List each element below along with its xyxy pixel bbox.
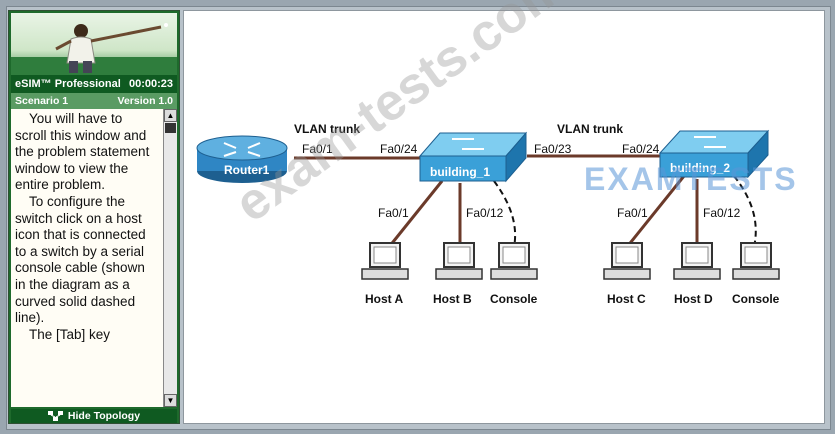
instruction-paragraph: To configure the switch click on a host … [15, 193, 146, 326]
host-d-label: Host D [674, 292, 713, 306]
instruction-paragraph: You will have to scroll this window and … [15, 111, 150, 193]
golfer-illustration [11, 23, 177, 75]
scroll-up-arrow-icon[interactable]: ▲ [164, 109, 177, 122]
console-2-icon[interactable] [732, 242, 780, 280]
host-b-port-label: Fa0/12 [466, 206, 504, 220]
product-name: eSIM™ Professional [15, 78, 121, 90]
hide-topology-label: Hide Topology [67, 410, 141, 422]
sim-titlebar: eSIM™ Professional 00:00:23 [11, 75, 177, 93]
host-a-port-label: Fa0/1 [378, 206, 409, 220]
switch-2-label: building_2 [670, 161, 730, 175]
instructions-text[interactable]: You will have to scroll this window and … [11, 109, 163, 407]
router-port-label: Fa0/1 [302, 142, 333, 156]
router-label: Router1 [224, 163, 270, 177]
vlan-trunk-label-1: VLAN trunk [294, 122, 360, 136]
router-icon[interactable] [196, 135, 288, 183]
console-cable-1 [493, 180, 517, 248]
host-d-icon[interactable] [673, 242, 721, 280]
sw1-router-port-label: Fa0/24 [380, 142, 418, 156]
sim-subbar: Scenario 1 Version 1.0 [11, 93, 177, 109]
host-c-icon[interactable] [603, 242, 651, 280]
simulator-panel: eSIM™ Professional 00:00:23 Scenario 1 V… [8, 10, 180, 424]
host-a-link [387, 180, 444, 248]
console-cable-2 [733, 175, 757, 248]
scroll-down-arrow-icon[interactable]: ▼ [164, 394, 177, 407]
host-d-port-label: Fa0/12 [703, 206, 741, 220]
topology-svg: VLAN trunk VLAN trunk Router1 Fa0/1 Fa0/… [196, 122, 780, 306]
host-c-port-label: Fa0/1 [617, 206, 648, 220]
host-b-label: Host B [433, 292, 472, 306]
console-1-label: Console [490, 292, 538, 306]
switch-building-2-icon[interactable] [658, 129, 770, 179]
header-banner-image [11, 13, 177, 75]
scroll-thumb[interactable] [165, 123, 176, 133]
instructions-scrollbar[interactable]: ▲ ▼ [163, 109, 177, 407]
host-a-label: Host A [365, 292, 404, 306]
instruction-paragraph: The [Tab] key [29, 326, 111, 342]
host-a-icon[interactable] [361, 242, 409, 280]
switch-building-1-icon[interactable] [418, 131, 528, 183]
host-c-label: Host C [607, 292, 646, 306]
host-c-link [625, 175, 686, 248]
topology-icon [47, 411, 63, 421]
timer: 00:00:23 [128, 78, 173, 90]
topology-diagram: VLAN trunk VLAN trunk Router1 Fa0/1 Fa0/… [183, 0, 825, 424]
sw2-trunk-port-label: Fa0/24 [622, 142, 660, 156]
console-2-label: Console [732, 292, 780, 306]
hide-topology-button[interactable]: Hide Topology [11, 409, 177, 423]
version-label: Version 1.0 [117, 95, 173, 107]
console-1-icon[interactable] [490, 242, 538, 280]
host-b-icon[interactable] [435, 242, 483, 280]
scenario-label: Scenario 1 [15, 95, 69, 107]
vlan-trunk-label-2: VLAN trunk [557, 122, 623, 136]
sw1-trunk-port-label: Fa0/23 [534, 142, 572, 156]
switch-1-label: building_1 [430, 165, 490, 179]
